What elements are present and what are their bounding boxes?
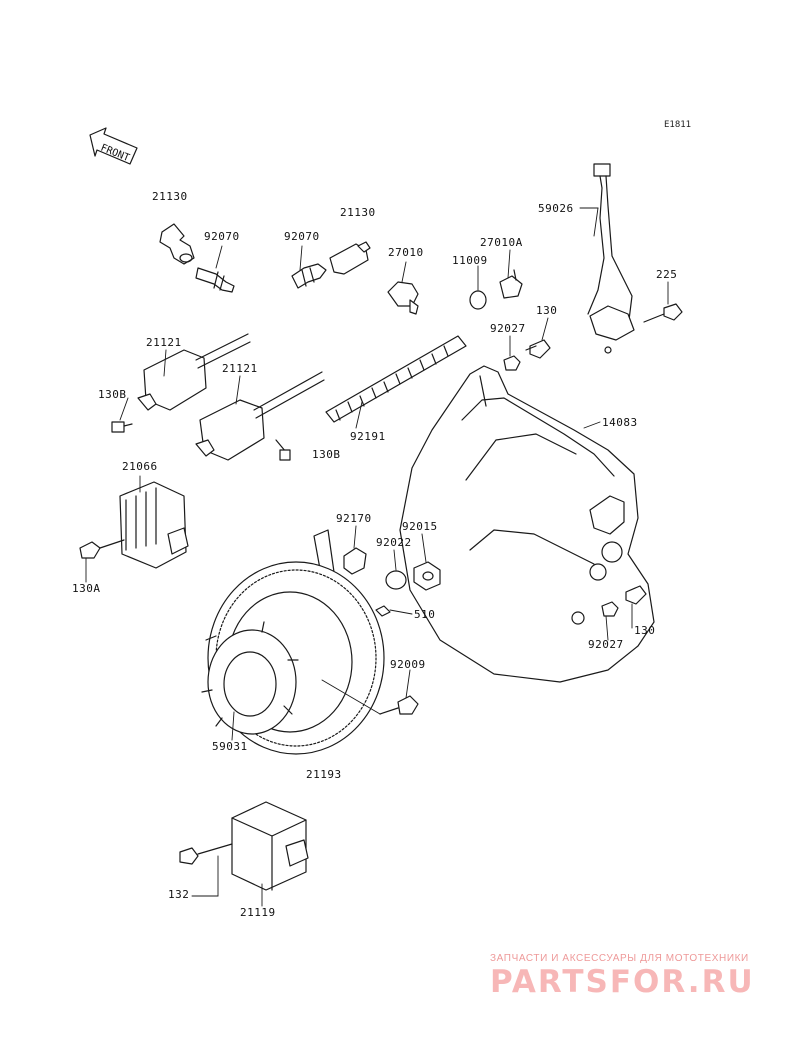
nut-92027-upper [503, 355, 521, 371]
part-label[interactable]: 130 [536, 304, 558, 317]
part-label[interactable]: 92022 [376, 536, 412, 549]
diagram-code: E1811 [664, 120, 692, 130]
part-label[interactable]: 225 [656, 268, 678, 281]
key-510 [375, 605, 391, 617]
spark-plug-right [291, 263, 327, 289]
part-label[interactable]: 92191 [350, 430, 386, 443]
part-label[interactable]: 21130 [152, 190, 188, 203]
part-label[interactable]: 21193 [306, 768, 342, 781]
part-label[interactable]: 92070 [284, 230, 320, 243]
part-label[interactable]: 21119 [240, 906, 276, 919]
part-label[interactable]: 92027 [588, 638, 624, 651]
bolt-130a [79, 539, 125, 559]
spark-plug-left [195, 267, 235, 293]
o-ring-11009 [469, 290, 487, 310]
part-label[interactable]: 132 [168, 888, 190, 901]
part-label[interactable]: 21121 [222, 362, 258, 375]
part-label[interactable]: 130B [98, 388, 127, 401]
nut-92015 [413, 561, 441, 591]
front-arrow-icon: FRONT [89, 127, 138, 165]
bolt-92009 [379, 695, 419, 715]
bolt-130-lower [625, 585, 647, 605]
part-label[interactable]: 59031 [212, 740, 248, 753]
washer-92022 [385, 570, 407, 590]
cdi-unit-21119 [231, 801, 309, 891]
part-label[interactable]: 92009 [390, 658, 426, 671]
part-label[interactable]: 27010 [388, 246, 424, 259]
part-label[interactable]: 130 [634, 624, 656, 637]
part-label[interactable]: 21121 [146, 336, 182, 349]
part-label[interactable]: 21130 [340, 206, 376, 219]
bolt-130b-upper [111, 421, 133, 433]
ignition-coil-lower [195, 371, 325, 461]
spark-plug-cap-right [329, 241, 371, 275]
bolt-130b-lower [275, 439, 291, 461]
flywheel-cover-14083 [399, 365, 655, 683]
spark-plug-cap-left [159, 223, 195, 265]
part-label[interactable]: 510 [414, 608, 436, 621]
bolt-130-upper [525, 339, 551, 359]
part-label[interactable]: 130A [72, 582, 101, 595]
pickup-sensor-59026 [587, 163, 635, 354]
sensor-27010 [387, 281, 419, 315]
part-label[interactable]: 92170 [336, 512, 372, 525]
ignition-coil-upper [137, 333, 251, 411]
spring-92191 [325, 335, 467, 423]
part-label[interactable]: 59026 [538, 202, 574, 215]
watermark-logo: PARTSFOR.RU [490, 964, 755, 1000]
part-label[interactable]: 92015 [402, 520, 438, 533]
watermark-caption: ЗАПЧАСТИ И АКСЕССУАРЫ ДЛЯ МОТОТЕХНИКИ [490, 953, 749, 964]
part-label[interactable]: 14083 [602, 416, 638, 429]
bolt-225 [643, 303, 683, 323]
switch-27010A [499, 269, 523, 299]
part-label[interactable]: 130B [312, 448, 341, 461]
part-label[interactable]: 27010A [480, 236, 523, 249]
part-label[interactable]: 92070 [204, 230, 240, 243]
leader-lines [85, 207, 669, 907]
part-label[interactable]: 11009 [452, 254, 488, 267]
stator-59031 [201, 621, 299, 735]
regulator-21066 [119, 481, 189, 569]
bolt-132 [179, 843, 233, 865]
part-label[interactable]: 21066 [122, 460, 158, 473]
part-label[interactable]: 92027 [490, 322, 526, 335]
nut-92027-lower [601, 601, 619, 617]
